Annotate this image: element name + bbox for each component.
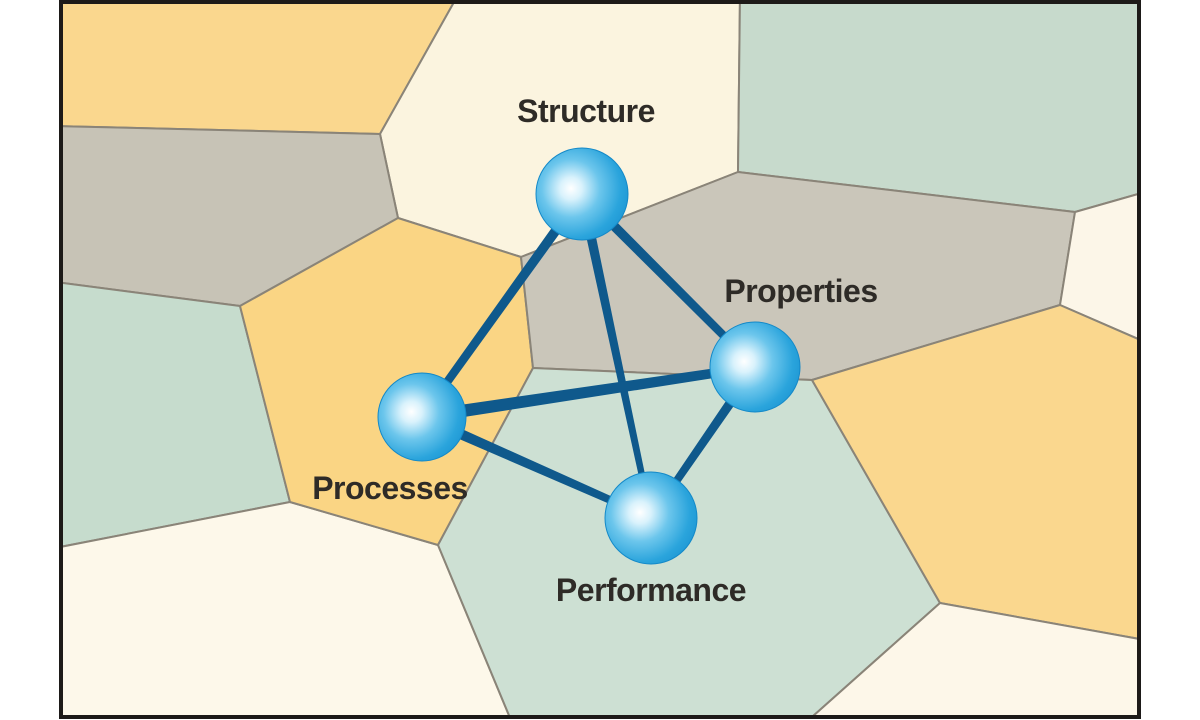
label-structure: Structure (517, 93, 655, 129)
sphere-properties (709, 321, 801, 413)
edge-processes-properties (421, 362, 756, 424)
edge-processes-performance (419, 412, 653, 522)
sphere-performance (604, 471, 698, 565)
label-processes: Processes (312, 470, 468, 506)
sphere-structure (535, 147, 629, 241)
sphere-processes (377, 372, 467, 462)
tetrahedron-nodes-layer (377, 147, 801, 565)
diagram-frame (59, 0, 1141, 719)
cell-cream-right (1059, 193, 1137, 340)
cell-cream-bottom-right (812, 602, 1137, 715)
edge-structure-properties (578, 190, 758, 370)
edge-structure-performance (577, 193, 654, 519)
label-performance: Performance (556, 572, 746, 608)
label-properties: Properties (724, 273, 877, 309)
grain-cells-layer (63, 4, 1137, 715)
edge-structure-processes (418, 191, 587, 420)
